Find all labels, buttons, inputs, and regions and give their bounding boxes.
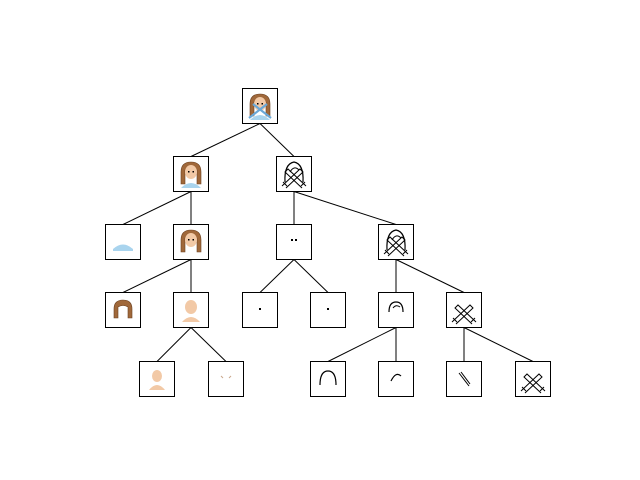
- tree-node: [310, 361, 346, 397]
- tree-node: [208, 361, 244, 397]
- tree-edge: [190, 123, 261, 157]
- tree-node: [378, 361, 414, 397]
- single-arm-stroke-icon: [458, 371, 471, 387]
- tree-edge: [122, 259, 192, 293]
- tree-node: [378, 224, 414, 260]
- tree-edge: [156, 327, 192, 362]
- tree-edge: [293, 191, 397, 225]
- tree-edge: [293, 259, 329, 293]
- hair-curve-icon: [390, 373, 402, 382]
- tree-node: [105, 224, 141, 260]
- tree-node: [276, 224, 312, 260]
- tree-node: [446, 292, 482, 328]
- node-box: [208, 361, 244, 397]
- outline-head-and-arms-icon: [383, 229, 409, 257]
- woman-color-without-arms-icon: [180, 161, 202, 188]
- node-layer: [105, 88, 551, 397]
- tree-edge: [190, 327, 227, 362]
- node-box: [310, 361, 346, 397]
- face-skin-icon: [182, 300, 200, 322]
- head-outline-icon: [388, 301, 404, 313]
- woman-head-color-icon: [180, 229, 202, 253]
- tree-node: [310, 292, 346, 328]
- tree-node: [242, 88, 278, 124]
- eyes-pair-icon: [291, 239, 297, 241]
- tree-node: [139, 361, 175, 397]
- tree-node: [378, 292, 414, 328]
- tree-node: [276, 156, 312, 192]
- woman-gesturing-no-full-color-icon: [248, 93, 272, 120]
- tree-node: [515, 361, 551, 397]
- tree-edge: [259, 123, 295, 157]
- node-box: [105, 224, 141, 260]
- node-box: [242, 292, 278, 328]
- node-box: [105, 292, 141, 328]
- shirt-fragment-icon: [113, 244, 133, 251]
- node-box: [139, 361, 175, 397]
- edge-layer: [122, 123, 534, 362]
- tree-edge: [259, 259, 295, 293]
- tree-node: [173, 156, 209, 192]
- tree-node: [105, 292, 141, 328]
- tree-edge: [463, 327, 534, 362]
- crossed-arms-outline-icon: [451, 304, 477, 325]
- tree-node: [173, 292, 209, 328]
- skin-neck-shape-icon: [149, 370, 165, 390]
- tree-edge: [395, 259, 465, 293]
- tree-node: [446, 361, 482, 397]
- tree-edge: [327, 327, 397, 362]
- tree-node: [173, 224, 209, 260]
- eye-mark-strokes-icon: [220, 375, 232, 379]
- left-eye-dot-icon: [259, 308, 261, 310]
- node-box: [378, 292, 414, 328]
- node-box: [378, 361, 414, 397]
- crossed-hands-lines-icon: [520, 373, 546, 394]
- woman-gesturing-no-outline-icon: [281, 161, 307, 189]
- tree-node: [242, 292, 278, 328]
- hair-fragment-icon: [113, 299, 133, 319]
- head-arc-icon: [319, 370, 337, 386]
- tree-edge: [122, 191, 192, 225]
- node-box: [276, 224, 312, 260]
- right-eye-dot-icon: [327, 308, 329, 310]
